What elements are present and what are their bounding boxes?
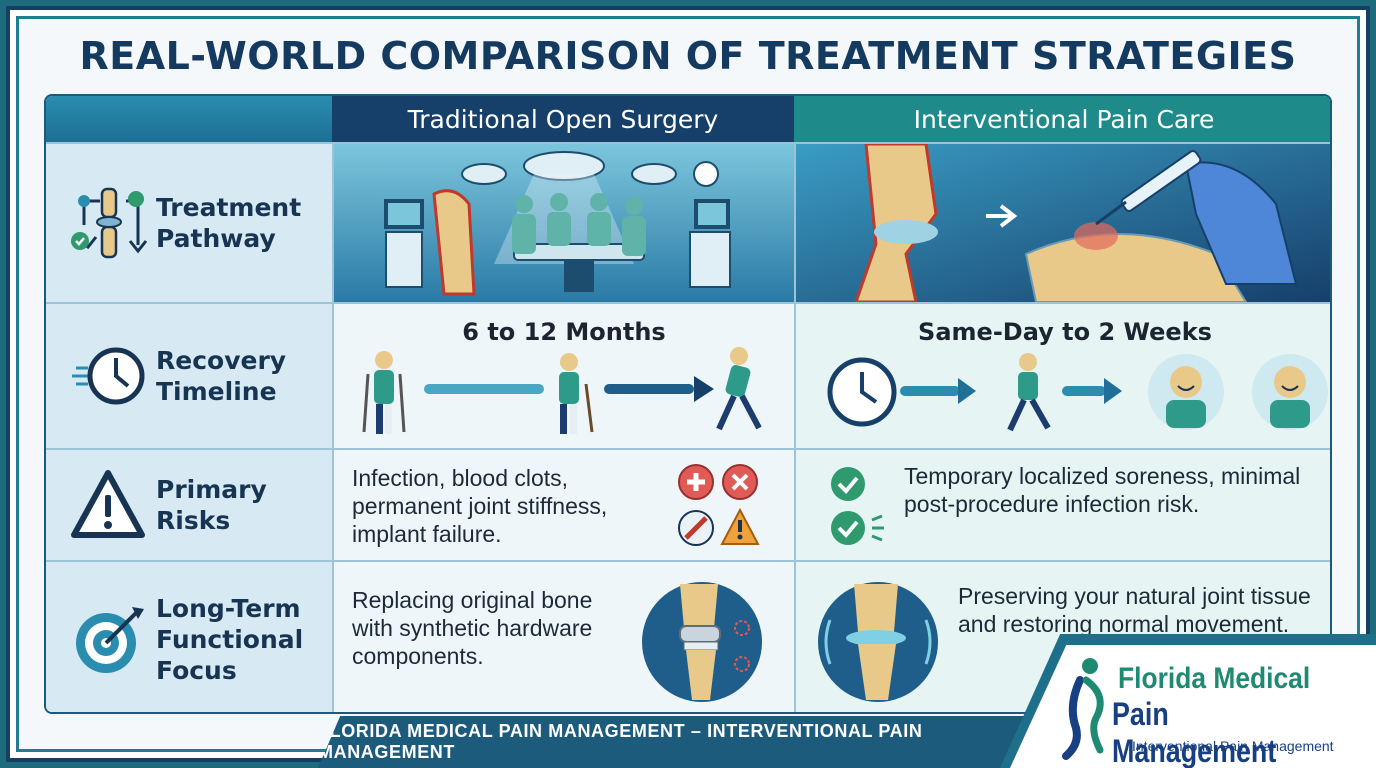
surgery-recovery-progress-illustration — [362, 347, 762, 434]
interventional-focus-text: Preserving your natural joint tissue and… — [958, 583, 1311, 637]
logo-name-line2: Pain Management — [1112, 696, 1277, 768]
row-label: Treatment Pathway — [156, 193, 302, 253]
row-label-cell: Long-Term Functional Focus — [46, 562, 332, 712]
page-title: REAL-WORLD COMPARISON OF TREATMENT STRAT… — [79, 34, 1297, 78]
row-primary-risks: Primary Risks Infection, blood clots, pe… — [46, 448, 1330, 560]
column-header-interventional: Interventional Pain Care — [794, 96, 1330, 142]
joint-pathway-icon — [60, 144, 156, 302]
logo-tagline: Interventional Pain Management — [1132, 738, 1334, 754]
header-blank-cell — [46, 96, 332, 142]
surgery-focus-text: Replacing original bone with synthetic h… — [352, 587, 593, 669]
interventional-injection-illustration — [794, 142, 1330, 304]
footer-banner: FLORIDA MEDICAL PAIN MANAGEMENT – INTERV… — [318, 716, 1058, 768]
surgery-risks-cell: Infection, blood clots, permanent joint … — [332, 450, 794, 560]
footer-banner-text: FLORIDA MEDICAL PAIN MANAGEMENT – INTERV… — [318, 721, 923, 762]
interventional-recovery-duration: Same-Day to 2 Weeks — [918, 318, 1212, 346]
check-icons-group — [831, 467, 884, 545]
comparison-table: Traditional Open Surgery Interventional … — [44, 94, 1332, 714]
row-label: Primary Risks — [156, 475, 267, 535]
target-icon — [60, 562, 156, 712]
column-header-surgery: Traditional Open Surgery — [332, 96, 794, 142]
row-recovery-timeline: Recovery Timeline 6 to 12 Months Same-Da… — [46, 302, 1330, 448]
interventional-risks-text: Temporary localized soreness, minimal po… — [904, 463, 1301, 517]
warning-icon — [60, 450, 156, 560]
logo-figure-icon — [1062, 658, 1104, 760]
natural-knee-illustration — [818, 582, 938, 702]
row-treatment-pathway: Treatment Pathway — [46, 142, 1330, 304]
interventional-recovery-cell: Same-Day to 2 Weeks — [794, 304, 1330, 448]
surgery-focus-cell: Replacing original bone with synthetic h… — [332, 562, 794, 712]
row-label-cell: Recovery Timeline — [46, 304, 332, 448]
surgery-recovery-cell: 6 to 12 Months — [332, 304, 794, 448]
interventional-recovery-progress-illustration — [827, 353, 1328, 432]
logo-name-line1: Florida Medical — [1118, 662, 1311, 695]
row-label: Long-Term Functional Focus — [156, 593, 304, 685]
row-label-cell: Treatment Pathway — [46, 144, 332, 302]
surgery-recovery-duration: 6 to 12 Months — [462, 318, 666, 346]
knee-implant-illustration — [642, 582, 762, 702]
surgery-operating-room-illustration — [332, 144, 794, 302]
clock-icon — [60, 304, 156, 448]
interventional-risks-cell: Temporary localized soreness, minimal po… — [794, 450, 1330, 560]
risk-icons-group — [678, 464, 760, 546]
row-label-cell: Primary Risks — [46, 450, 332, 560]
row-label: Recovery Timeline — [156, 346, 287, 406]
surgery-risks-text: Infection, blood clots, permanent joint … — [352, 465, 608, 547]
